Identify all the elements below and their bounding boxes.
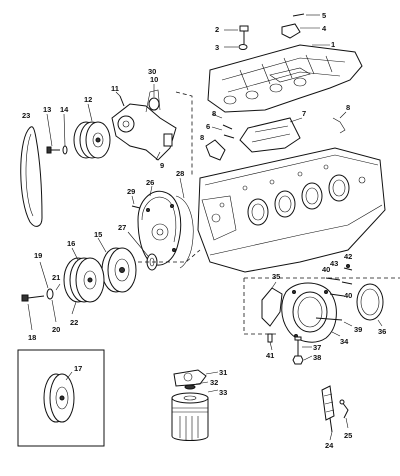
harmonic-balancer — [101, 247, 137, 293]
callout-15: 15 — [94, 230, 102, 239]
drive-belt — [20, 126, 43, 227]
gasket-8-left — [205, 139, 226, 161]
callout-11: 11 — [111, 84, 119, 93]
timing-cover — [137, 190, 182, 266]
water-pump — [111, 89, 177, 161]
callout-labels: 1 2 3 4 5 6 7 8 8 8 9 10 11 12 13 14 15 … — [22, 11, 386, 450]
callout-2: 2 — [215, 25, 219, 34]
callout-35: 35 — [272, 272, 280, 281]
callout-24: 24 — [325, 441, 334, 450]
callout-41: 41 — [266, 351, 274, 360]
bolt-2 — [239, 25, 249, 44]
clip-25 — [339, 399, 349, 419]
rod-24 — [321, 385, 335, 433]
callout-21: 21 — [52, 273, 60, 282]
washer-3 — [238, 44, 248, 50]
callout-28: 28 — [176, 169, 184, 178]
callout-9: 9 — [160, 161, 164, 170]
callout-32: 32 — [210, 378, 218, 387]
water-pump-pulley — [73, 121, 111, 159]
callout-17: 17 — [74, 364, 82, 373]
callout-16: 16 — [67, 239, 75, 248]
callout-5: 5 — [322, 11, 326, 20]
callout-1: 1 — [331, 40, 335, 49]
gasket-10 — [148, 97, 160, 111]
dowel-41 — [267, 333, 273, 343]
timing-cover-gasket — [175, 195, 194, 269]
callout-4: 4 — [322, 24, 327, 33]
rear-main-seal — [356, 283, 384, 321]
crankshaft-pulley — [63, 257, 105, 303]
callout-7: 7 — [302, 109, 306, 118]
callout-34: 34 — [340, 337, 349, 346]
callout-20: 20 — [52, 325, 60, 334]
nut-38 — [292, 355, 304, 365]
callout-40b: 40 — [344, 291, 352, 300]
callout-30: 30 — [148, 67, 156, 76]
callout-8c: 8 — [200, 133, 204, 142]
callout-26: 26 — [146, 178, 154, 187]
callout-13: 13 — [43, 105, 51, 114]
callout-14: 14 — [60, 105, 69, 114]
callout-3: 3 — [215, 43, 219, 52]
intake-manifold — [207, 44, 363, 113]
pulley-17 — [43, 373, 75, 423]
callout-6: 6 — [206, 122, 210, 131]
callout-12: 12 — [84, 95, 92, 104]
valley-cover — [239, 117, 301, 153]
bracket-35 — [261, 287, 283, 327]
callout-36: 36 — [378, 327, 386, 336]
callout-27: 27 — [118, 223, 126, 232]
pulley-inset-box — [17, 349, 105, 447]
rear-seal-housing — [281, 282, 337, 343]
callout-19: 19 — [34, 251, 42, 260]
oil-filter — [171, 392, 209, 441]
callout-39: 39 — [354, 325, 362, 334]
callout-38: 38 — [313, 353, 321, 362]
callout-37: 37 — [313, 343, 321, 352]
bracket-4 — [281, 23, 301, 39]
callout-29: 29 — [127, 187, 135, 196]
callout-40a: 40 — [322, 265, 330, 274]
callout-43: 43 — [330, 259, 338, 268]
callout-18: 18 — [28, 333, 36, 342]
callout-25: 25 — [344, 431, 352, 440]
engine-block — [197, 147, 386, 273]
callout-31: 31 — [219, 368, 227, 377]
filter-gasket — [184, 384, 196, 390]
oil-filter-adapter — [173, 369, 207, 387]
washer-20 — [46, 288, 54, 300]
callout-42: 42 — [344, 252, 352, 261]
callout-23: 23 — [22, 111, 30, 120]
callout-8b: 8 — [346, 103, 350, 112]
pump-gasket — [163, 133, 173, 147]
callout-8a: 8 — [212, 109, 216, 118]
callout-22: 22 — [70, 318, 78, 327]
callout-10: 10 — [150, 75, 158, 84]
callout-33: 33 — [219, 388, 227, 397]
